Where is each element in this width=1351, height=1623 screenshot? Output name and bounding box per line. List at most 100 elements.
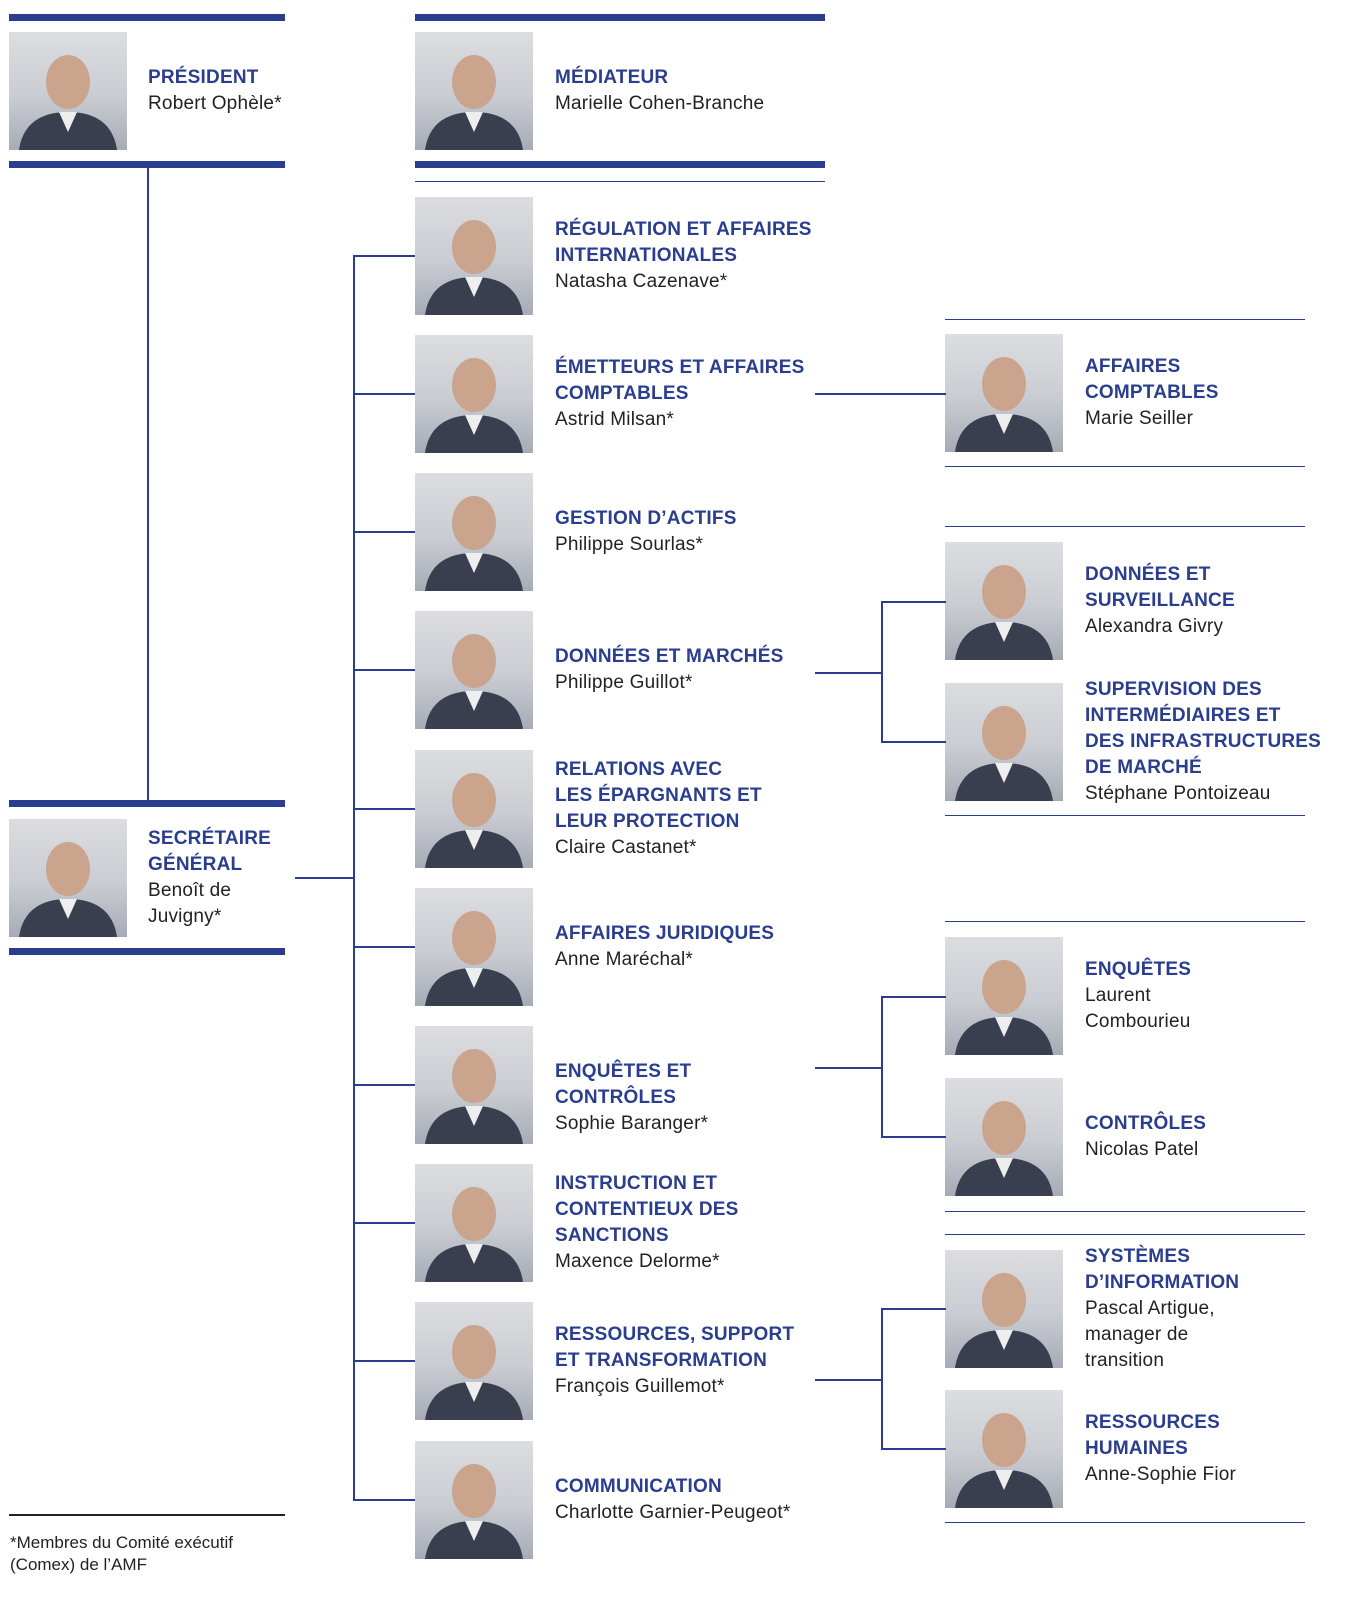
sub-unit-4-name-line: Combourieu [1085, 1011, 1191, 1032]
sub-unit-6-photo [945, 1250, 1063, 1368]
donnees-branch [881, 601, 883, 743]
direction-4-name-line: Philippe Guillot* [555, 672, 693, 693]
president-block: PRÉSIDENT Robert Ophèle* [148, 65, 298, 117]
direction-10-photo [415, 1441, 533, 1559]
direction-2-name-line: Astrid Milsan* [555, 409, 674, 430]
mediateur-role: MÉDIATEUR [555, 67, 669, 88]
subunit-rule [945, 1522, 1305, 1523]
directions-spine [353, 255, 355, 1501]
direction-9-role-line: ET TRANSFORMATION [555, 1350, 768, 1371]
direction-connector [353, 531, 415, 533]
direction-4-photo [415, 611, 533, 729]
sub-unit-2-role-line: DONNÉES ET [1085, 564, 1211, 585]
direction-connector [353, 1360, 415, 1362]
sub-unit-6-name-line: manager de [1085, 1324, 1189, 1345]
sub-unit-7-name-line: Anne-Sophie Fior [1085, 1464, 1237, 1485]
sub-unit-3-photo [945, 683, 1063, 801]
direction-7-name-line: Sophie Baranger* [555, 1113, 709, 1134]
direction-8-role-line: CONTENTIEUX DES [555, 1199, 739, 1220]
direction-10-name-line: Charlotte Garnier-Peugeot* [555, 1502, 791, 1523]
direction-6-name-line: Anne Maréchal* [555, 949, 693, 970]
sub-unit-1-role-line: COMPTABLES [1085, 382, 1219, 403]
secretaire-top-bar [9, 800, 285, 807]
subunit-rule [945, 319, 1305, 320]
sub-unit-5-role-line: CONTRÔLES [1085, 1113, 1207, 1134]
president-role: PRÉSIDENT [148, 67, 259, 88]
direction-6-role-line: AFFAIRES JURIDIQUES [555, 923, 775, 944]
sub-unit-6-role-line: SYSTÈMES [1085, 1246, 1191, 1267]
direction-10-block: COMMUNICATION Charlotte Garnier-Peugeot* [555, 1474, 815, 1526]
sub-unit-2-role-line: SURVEILLANCE [1085, 590, 1235, 611]
sub-unit-2-block: DONNÉES ET SURVEILLANCE Alexandra Givry [1085, 562, 1345, 640]
sub-unit-6-name-line: Pascal Artigue, [1085, 1298, 1215, 1319]
direction-connector [353, 946, 415, 948]
direction-8-role-line: SANCTIONS [555, 1225, 669, 1246]
secretaire-bottom-bar [9, 948, 285, 955]
sub-unit-2-name-line: Alexandra Givry [1085, 616, 1224, 637]
sub-unit-3-role-line: DE MARCHÉ [1085, 757, 1202, 778]
direction-7-photo [415, 1026, 533, 1144]
sub-unit-1-photo [945, 334, 1063, 452]
sub-unit-3-role-line: DES INFRASTRUCTURES [1085, 731, 1322, 752]
subunit-rule [945, 526, 1305, 527]
sub-unit-4-photo [945, 937, 1063, 1055]
direction-9-role-line: RESSOURCES, SUPPORT [555, 1324, 795, 1345]
subunit-rule [945, 921, 1305, 922]
sub-unit-3-role-line: SUPERVISION DES [1085, 679, 1262, 700]
directions-top-rule [415, 181, 825, 182]
secretaire-name-line: Juvigny* [148, 906, 222, 927]
direction-9-photo [415, 1302, 533, 1420]
sub-unit-5-photo [945, 1078, 1063, 1196]
subunit-rule [945, 1211, 1305, 1212]
direction-4-block: DONNÉES ET MARCHÉS Philippe Guillot* [555, 644, 815, 696]
president-bottom-bar [9, 161, 285, 168]
direction-1-role-line: RÉGULATION ET AFFAIRES [555, 219, 812, 240]
president-secretary-connector [147, 168, 149, 801]
footnote-rule [9, 1514, 285, 1516]
direction-5-photo [415, 750, 533, 868]
direction-5-role-line: LES ÉPARGNANTS ET [555, 785, 762, 806]
direction-1-photo [415, 197, 533, 315]
subunit-rule [945, 815, 1305, 816]
direction-2-role-line: COMPTABLES [555, 383, 689, 404]
sub-unit-5-name-line: Nicolas Patel [1085, 1139, 1199, 1160]
footnote: *Membres du Comité exécutif (Comex) de l… [10, 1533, 233, 1574]
direction-1-role-line: INTERNATIONALES [555, 245, 738, 266]
sub-unit-1-name-line: Marie Seiller [1085, 408, 1194, 429]
mediateur-photo [415, 32, 533, 150]
sub-unit-4-role-line: ENQUÊTES [1085, 959, 1192, 980]
secretaire-block: SECRÉTAIRE GÉNÉRAL Benoît de Juvigny* [148, 826, 288, 930]
sub-unit-4-name-line: Laurent [1085, 985, 1151, 1006]
secretaire-photo [9, 819, 127, 937]
direction-5-role-line: LEUR PROTECTION [555, 811, 740, 832]
direction-4-role-line: DONNÉES ET MARCHÉS [555, 646, 784, 667]
direction-connector [353, 1499, 415, 1501]
mediateur-block: MÉDIATEUR Marielle Cohen-Branche [555, 65, 815, 117]
direction-connector [353, 255, 415, 257]
direction-3-photo [415, 473, 533, 591]
sub-unit-1-role-line: AFFAIRES [1085, 356, 1181, 377]
direction-5-name-line: Claire Castanet* [555, 837, 697, 858]
sub-unit-7-role-line: HUMAINES [1085, 1438, 1188, 1459]
enquetes-branch-top [881, 996, 946, 998]
ressources-branch-bottom [881, 1448, 946, 1450]
sub-unit-6-name-line: transition [1085, 1350, 1165, 1371]
ressources-branch [881, 1308, 883, 1450]
donnees-branch-top [881, 601, 946, 603]
sub-unit-5-block: CONTRÔLES Nicolas Patel [1085, 1111, 1345, 1163]
mediateur-top-bar [415, 14, 825, 21]
direction-8-role-line: INSTRUCTION ET [555, 1173, 718, 1194]
subunit-rule [945, 1234, 1305, 1235]
president-name: Robert Ophèle* [148, 93, 282, 114]
mediateur-bottom-bar [415, 161, 825, 168]
sub-unit-2-photo [945, 542, 1063, 660]
president-top-bar [9, 14, 285, 21]
direction-10-role-line: COMMUNICATION [555, 1476, 722, 1497]
enquetes-branch [881, 996, 883, 1138]
